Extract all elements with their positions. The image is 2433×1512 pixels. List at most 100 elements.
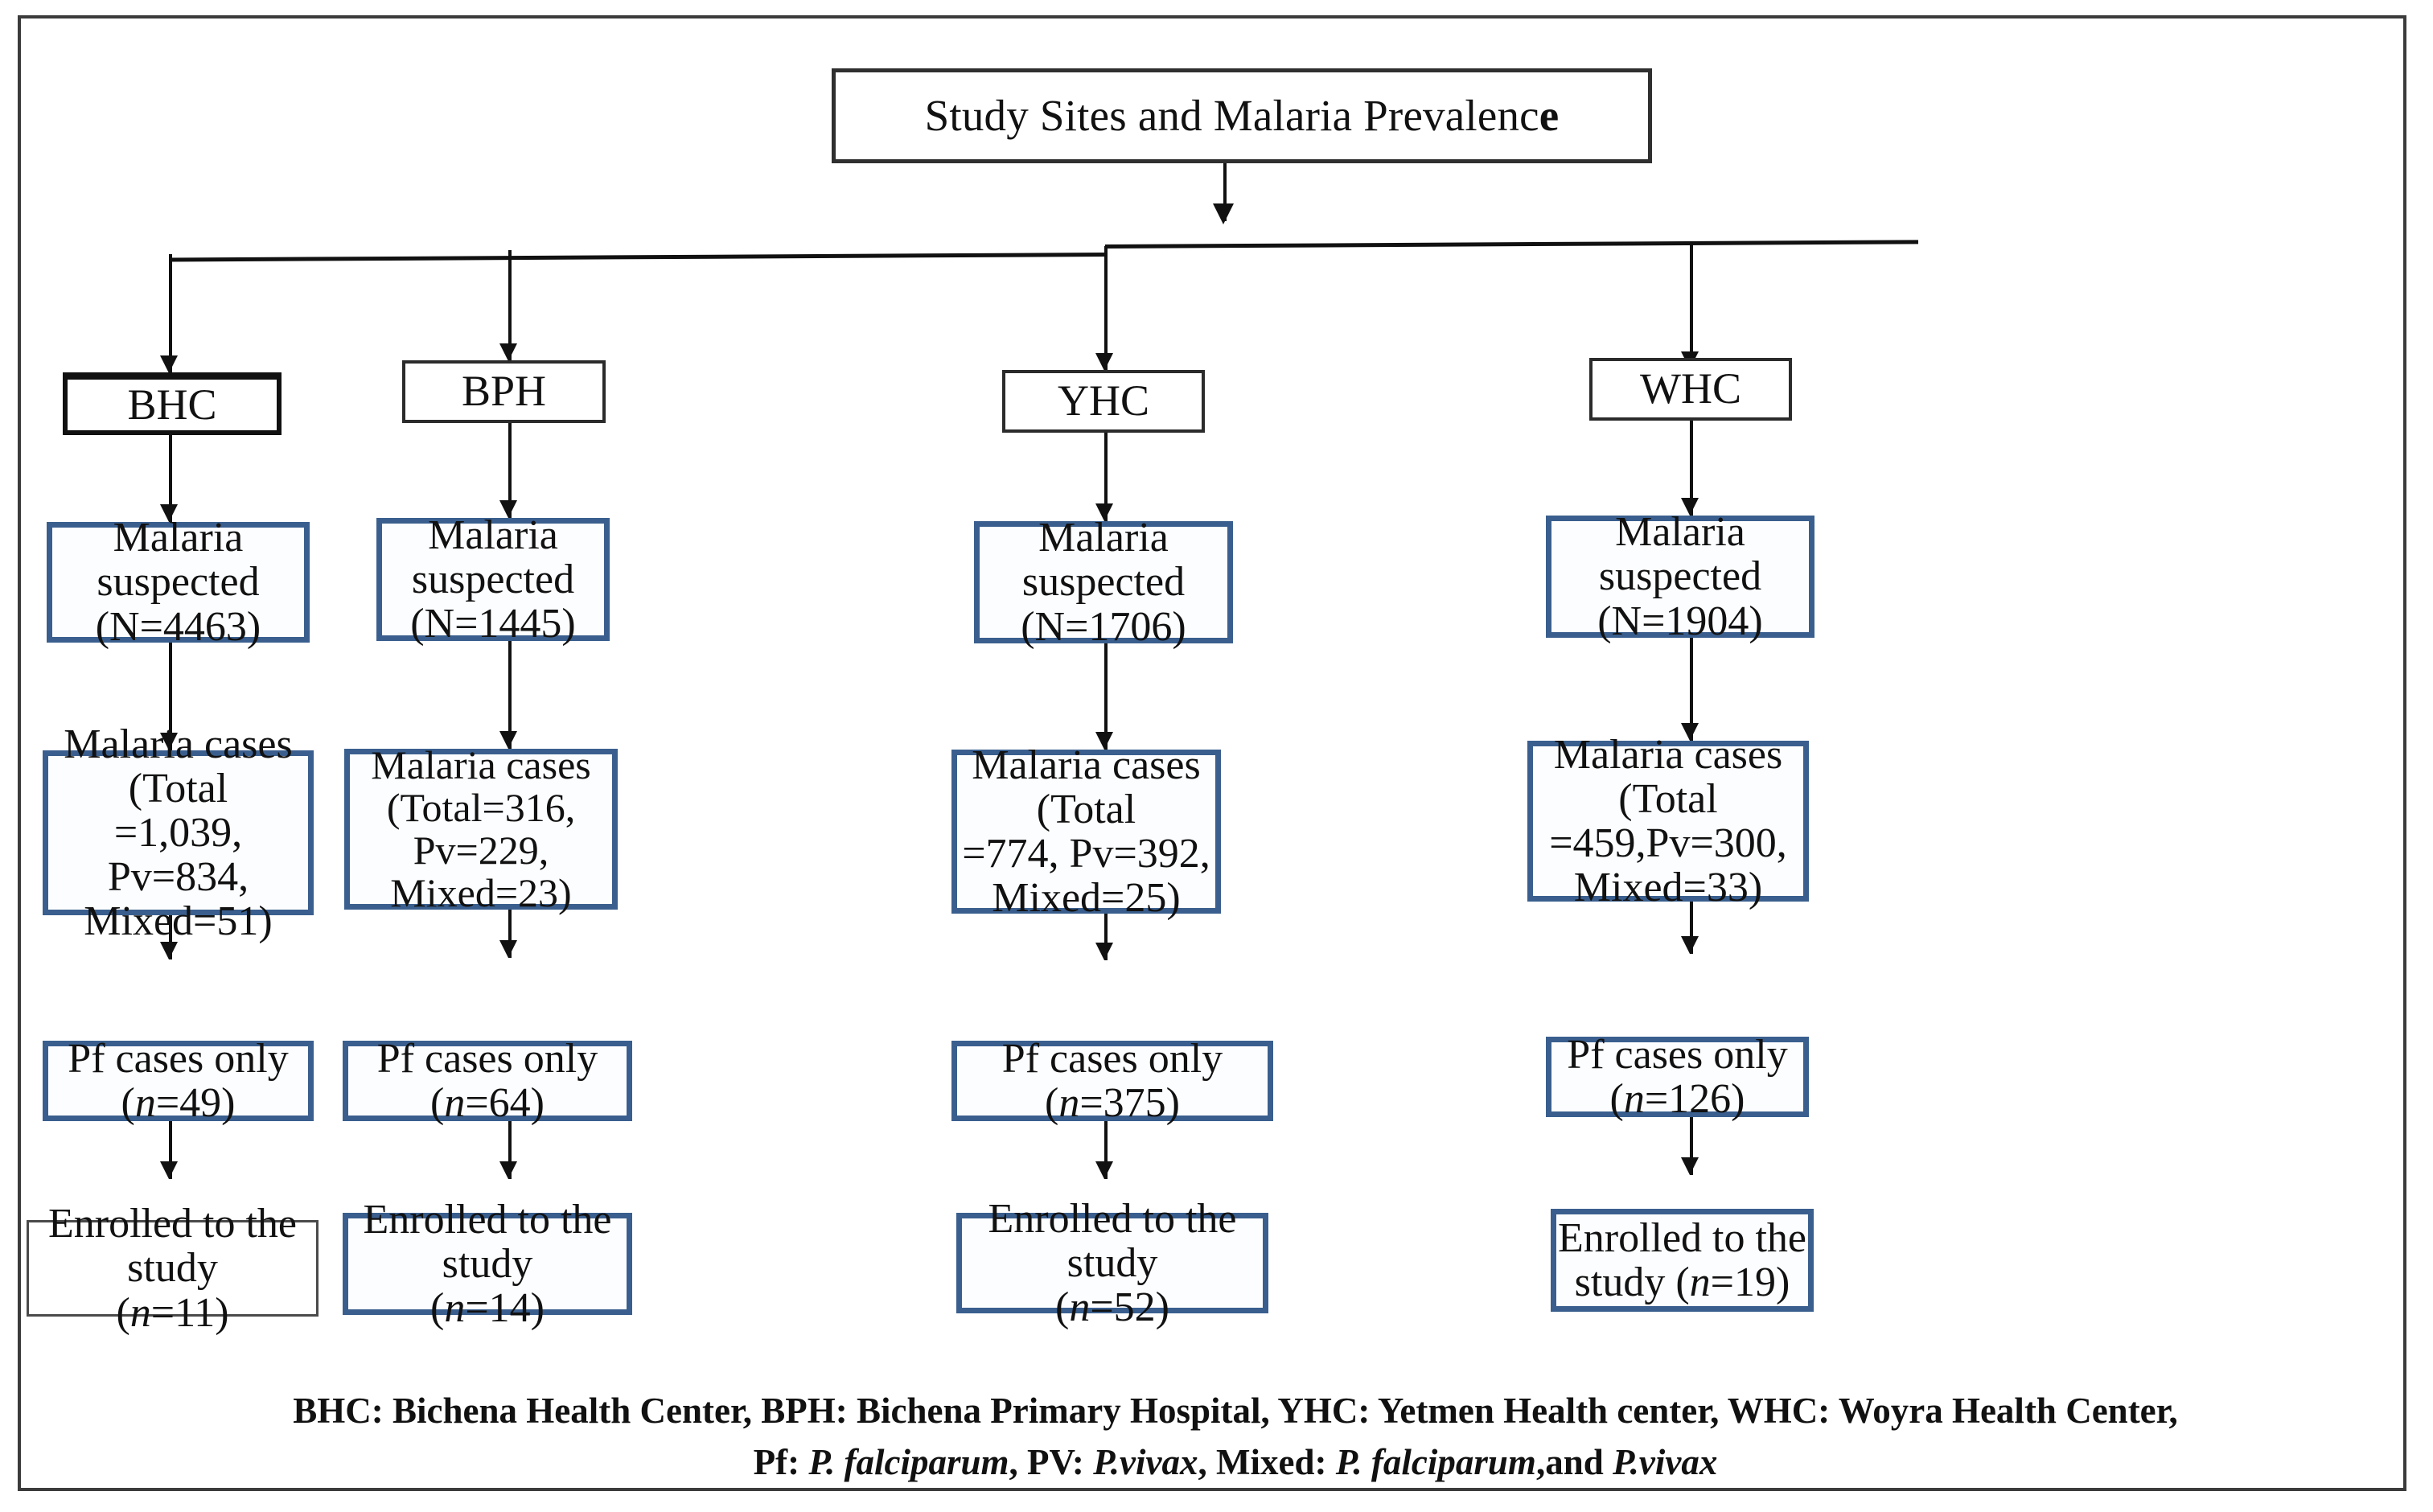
- connector-whc-suspected-to-cases: [1690, 638, 1693, 741]
- connector-bph-pf-to-enrolled: [508, 1121, 512, 1179]
- connector-yhc-pf-to-enrolled-arrowhead: [1095, 1161, 1113, 1179]
- connector-whc-cases-to-pf: [1690, 902, 1693, 954]
- legend-pf-species: P. falciparum: [808, 1441, 1009, 1482]
- node-bhc-suspected-text: Malaria suspected (N=4463): [95, 515, 261, 650]
- figure-title-box: Study Sites and Malaria Prevalence: [832, 68, 1652, 163]
- connector-branch-bar-right: [1104, 240, 1918, 249]
- connector-bph-header-to-suspected-arrowhead: [499, 500, 517, 518]
- connector-bph-pf-to-enrolled-arrowhead: [499, 1161, 517, 1179]
- connector-bhc-suspected-to-cases: [169, 643, 172, 750]
- connector-branch-2: [508, 250, 512, 361]
- node-yhc-enrolled-text: Enrolled to the study (n=52): [962, 1197, 1263, 1329]
- legend-mixed-label: , Mixed:: [1198, 1441, 1336, 1482]
- connector-yhc-header-to-suspected: [1104, 433, 1108, 521]
- node-bph-cases-text: Malaria cases (Total=316, Pv=229, Mixed=…: [371, 742, 591, 915]
- connector-yhc-pf-to-enrolled: [1104, 1121, 1108, 1179]
- node-whc-enrolled-italic-n: n: [1689, 1259, 1711, 1305]
- node-yhc-enrolled-suffix: =52): [1090, 1284, 1169, 1331]
- node-yhc-cases-text: Malaria cases (Total =774, Pv=392, Mixed…: [962, 742, 1210, 922]
- node-bhc-pf-cases-text: Pf cases only (n=49): [48, 1037, 308, 1125]
- connector-branch-3: [1104, 246, 1108, 371]
- node-bph-enrolled-italic-n: n: [444, 1285, 466, 1332]
- legend-footer: BHC: Bichena Health Center, BPH: Bichena…: [69, 1386, 2402, 1489]
- node-bhc-enrolled[interactable]: Enrolled to the study (n=11): [27, 1202, 319, 1335]
- connector-branch-3-arrowhead: [1095, 353, 1113, 371]
- connector-whc-suspected-to-cases-arrowhead: [1681, 723, 1699, 741]
- site-header-bhc-label: BHC: [127, 380, 217, 429]
- node-bhc-enrolled-text: Enrolled to the study (n=11): [29, 1202, 316, 1334]
- figure-title-text: Study Sites and Malaria Prevalence: [925, 92, 1560, 139]
- node-bph-pf-italic-n: n: [444, 1080, 466, 1126]
- node-bhc-suspected[interactable]: Malaria suspected (N=4463): [47, 516, 310, 649]
- connector-bph-suspected-to-cases-arrowhead: [499, 731, 517, 749]
- connector-bhc-suspected-to-cases-arrowhead: [160, 733, 178, 750]
- node-whc-suspected[interactable]: Malaria suspected (N=1904): [1546, 510, 1814, 643]
- node-whc-pf-prefix: Pf cases only (: [1567, 1031, 1788, 1122]
- connector-yhc-suspected-to-cases: [1104, 643, 1108, 750]
- node-bph-enrolled[interactable]: Enrolled to the study (n=14): [343, 1198, 632, 1330]
- node-bph-pf-cases-text: Pf cases only (n=64): [348, 1037, 627, 1125]
- node-bhc-cases[interactable]: Malaria cases (Total =1,039, Pv=834, Mix…: [43, 722, 314, 943]
- legend-line-2: Pf: P. falciparum, PV: P.vivax, Mixed: P…: [69, 1437, 2402, 1489]
- node-whc-pf-cases[interactable]: Pf cases only (n=126): [1546, 1033, 1809, 1121]
- node-yhc-pf-suffix: =375): [1079, 1080, 1180, 1126]
- connector-whc-pf-to-enrolled-arrowhead: [1681, 1157, 1699, 1175]
- connector-branch-2-arrowhead: [499, 343, 517, 361]
- node-bph-pf-suffix: =64): [465, 1080, 545, 1126]
- node-bhc-pf-cases[interactable]: Pf cases only (n=49): [43, 1037, 314, 1125]
- node-yhc-pf-italic-n: n: [1058, 1080, 1080, 1126]
- node-bph-suspected[interactable]: Malaria suspected (N=1445): [376, 513, 610, 646]
- connector-bph-cases-to-pf: [508, 910, 512, 958]
- connector-root-arrowhead: [1213, 203, 1234, 224]
- node-bph-enrolled-prefix: Enrolled to the study (: [363, 1196, 612, 1332]
- site-header-bhc[interactable]: BHC: [63, 372, 282, 435]
- node-bhc-enrolled-italic-n: n: [129, 1289, 151, 1336]
- connector-bhc-cases-to-pf: [169, 915, 172, 959]
- node-bhc-enrolled-suffix: =11): [150, 1289, 229, 1336]
- node-yhc-pf-cases-text: Pf cases only (n=375): [957, 1037, 1268, 1125]
- node-yhc-suspected[interactable]: Malaria suspected (N=1706): [974, 516, 1233, 649]
- connector-bph-header-to-suspected: [508, 423, 512, 518]
- node-bph-pf-prefix: Pf cases only (: [376, 1035, 598, 1126]
- node-bhc-pf-italic-n: n: [134, 1080, 156, 1126]
- node-yhc-cases[interactable]: Malaria cases (Total =774, Pv=392, Mixed…: [951, 743, 1221, 920]
- site-header-yhc[interactable]: YHC: [1002, 370, 1205, 433]
- legend-pv-label: , PV:: [1009, 1441, 1094, 1482]
- node-bph-pf-cases[interactable]: Pf cases only (n=64): [343, 1037, 632, 1125]
- connector-bhc-header-to-suspected-arrowhead: [160, 504, 178, 522]
- site-header-bph-label: BPH: [461, 367, 547, 416]
- connector-branch-4: [1690, 241, 1693, 370]
- legend-mixed-species-1: P. falciparum: [1335, 1441, 1536, 1482]
- node-bph-cases[interactable]: Malaria cases (Total=316, Pv=229, Mixed=…: [344, 744, 618, 914]
- node-yhc-enrolled[interactable]: Enrolled to the study (n=52): [956, 1197, 1268, 1329]
- node-whc-pf-suffix: =126): [1644, 1076, 1745, 1122]
- node-whc-enrolled-suffix: =19): [1710, 1259, 1790, 1305]
- node-whc-cases[interactable]: Malaria cases (Total =459,Pv=300, Mixed=…: [1527, 733, 1809, 910]
- node-bph-enrolled-text: Enrolled to the study (n=14): [348, 1198, 627, 1330]
- node-yhc-enrolled-italic-n: n: [1069, 1284, 1091, 1331]
- connector-yhc-header-to-suspected-arrowhead: [1095, 503, 1113, 521]
- site-header-bph[interactable]: BPH: [402, 360, 606, 423]
- connector-bph-cases-to-pf-arrowhead: [499, 940, 517, 958]
- site-header-whc[interactable]: WHC: [1589, 358, 1792, 421]
- legend-pv-species: P.vivax: [1093, 1441, 1198, 1482]
- figure-title-main: Study Sites and Malaria Prevalenc: [924, 90, 1539, 140]
- node-bhc-pf-prefix: Pf cases only (: [68, 1035, 289, 1126]
- node-whc-enrolled[interactable]: Enrolled to the study (n=19): [1551, 1209, 1814, 1312]
- site-header-yhc-label: YHC: [1057, 376, 1149, 425]
- node-yhc-pf-cases[interactable]: Pf cases only (n=375): [951, 1037, 1273, 1125]
- node-yhc-pf-prefix: Pf cases only (: [1001, 1035, 1223, 1126]
- connector-bhc-cases-to-pf-arrowhead: [160, 942, 178, 959]
- connector-yhc-suspected-to-cases-arrowhead: [1095, 732, 1113, 750]
- legend-mixed-and: ,and: [1535, 1441, 1613, 1482]
- connector-yhc-cases-to-pf: [1104, 914, 1108, 960]
- node-bhc-pf-suffix: =49): [155, 1080, 236, 1126]
- node-bhc-enrolled-prefix: Enrolled to the study (: [47, 1201, 298, 1336]
- connector-branch-1-arrowhead: [160, 355, 178, 373]
- node-whc-cases-text: Malaria cases (Total =459,Pv=300, Mixed=…: [1549, 731, 1787, 911]
- site-header-whc-label: WHC: [1640, 364, 1741, 413]
- node-whc-suspected-text: Malaria suspected (N=1904): [1597, 509, 1763, 644]
- connector-whc-header-to-suspected-arrowhead: [1681, 498, 1699, 516]
- connector-bhc-pf-to-enrolled: [169, 1121, 172, 1179]
- node-whc-enrolled-prefix: Enrolled to the study (: [1557, 1214, 1807, 1305]
